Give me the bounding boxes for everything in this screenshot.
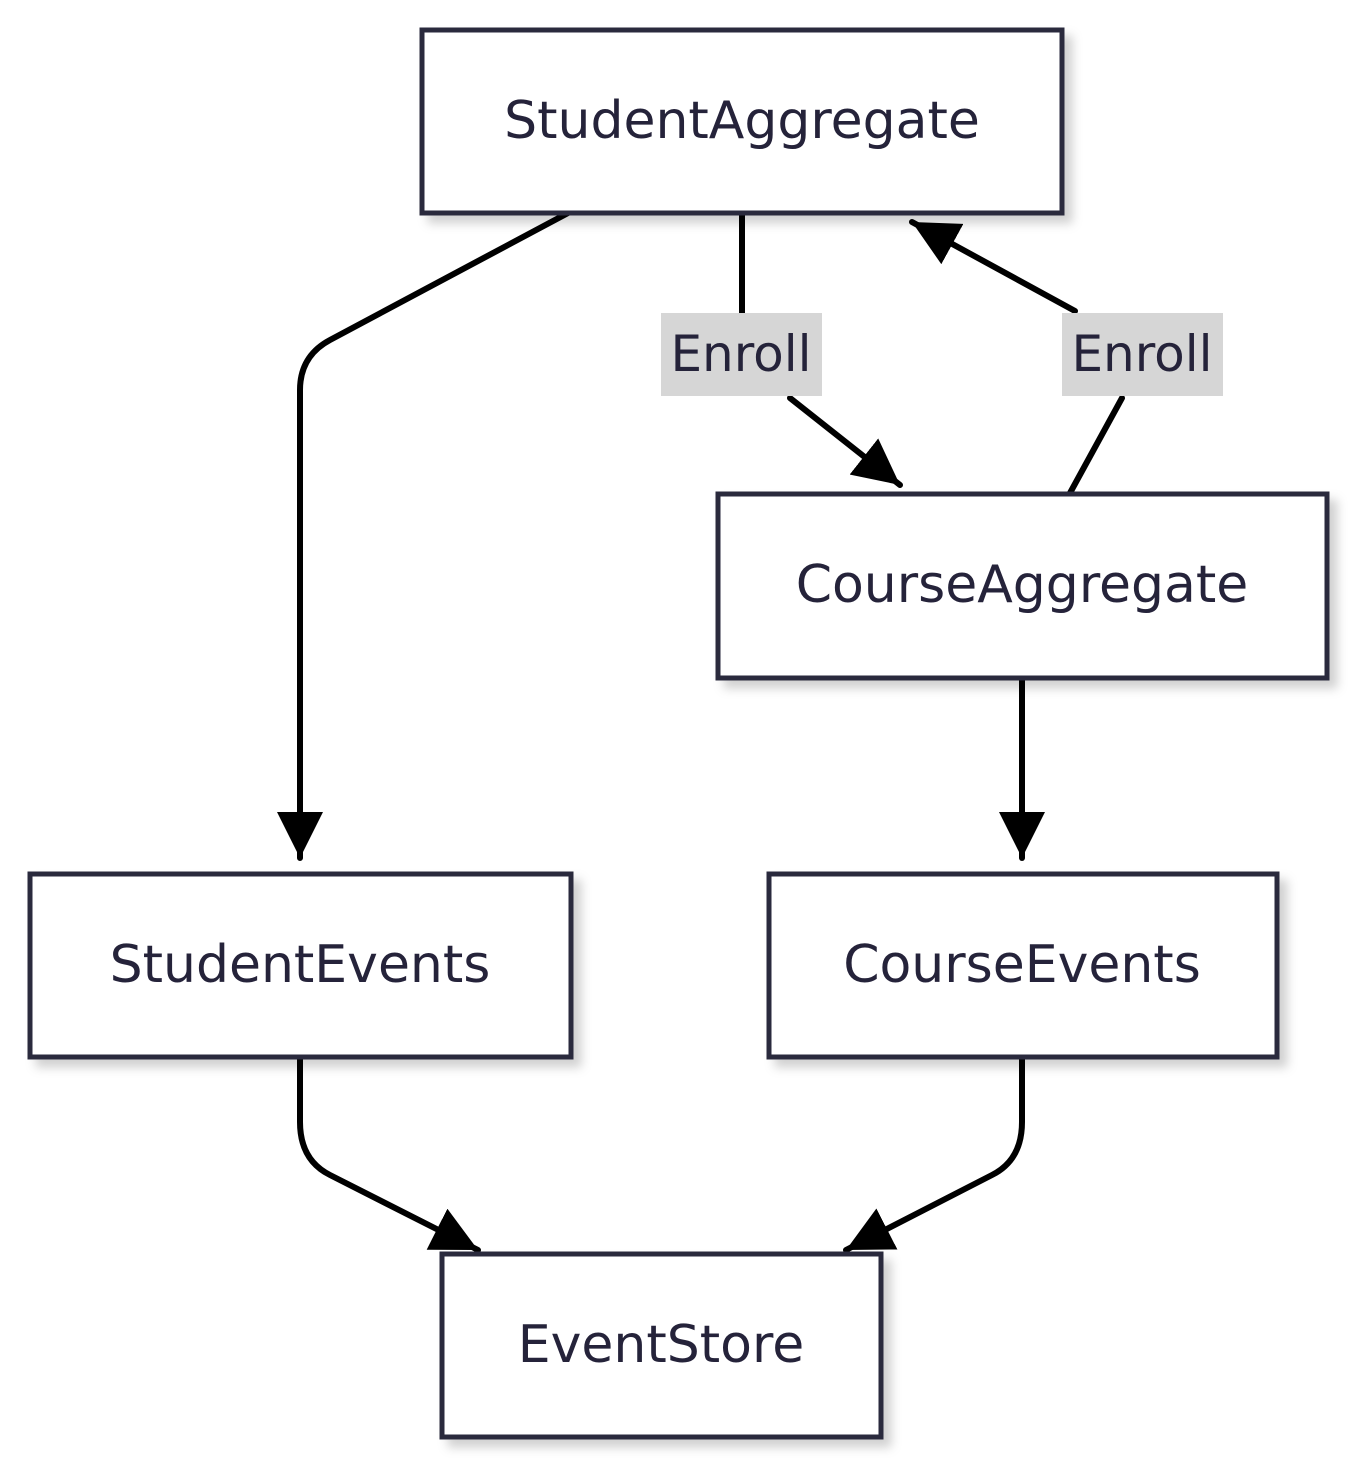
node-label: StudentAggregate — [504, 91, 980, 151]
node-student-aggregate[interactable]: StudentAggregate — [419, 27, 1065, 216]
node-label: CourseAggregate — [796, 555, 1249, 615]
node-label: CourseEvents — [843, 935, 1201, 995]
edge-courseaggregate-studentaggregate — [1067, 395, 1125, 496]
node-box — [439, 1251, 884, 1440]
node-box — [766, 871, 1280, 1060]
edge-courseaggregate-studentaggregate-arrow — [909, 219, 1078, 314]
edges-group — [277, 210, 1125, 1253]
edge-studentevents-eventstore — [297, 1055, 481, 1253]
edge-studentaggregate-studentevents — [277, 210, 571, 861]
edge-label-text: Enroll — [1071, 325, 1212, 383]
node-course-aggregate[interactable]: CourseAggregate — [715, 491, 1330, 681]
node-label: EventStore — [518, 1315, 804, 1375]
edge-label-enroll-left: Enroll — [661, 313, 822, 396]
edge-label-enroll-right: Enroll — [1062, 313, 1223, 396]
node-box — [419, 27, 1065, 216]
node-box — [27, 871, 574, 1060]
edge-label-background — [1062, 313, 1223, 396]
node-box — [715, 491, 1330, 681]
node-event-store[interactable]: EventStore — [439, 1251, 884, 1440]
edge-courseevents-eventstore — [843, 1055, 1025, 1253]
node-course-events[interactable]: CourseEvents — [766, 871, 1280, 1060]
node-student-events[interactable]: StudentEvents — [27, 871, 574, 1060]
edge-label-background — [661, 313, 822, 396]
edge-studentaggregate-courseaggregate-arrow — [787, 395, 903, 488]
edge-label-text: Enroll — [670, 325, 811, 383]
node-label: StudentEvents — [110, 935, 491, 995]
